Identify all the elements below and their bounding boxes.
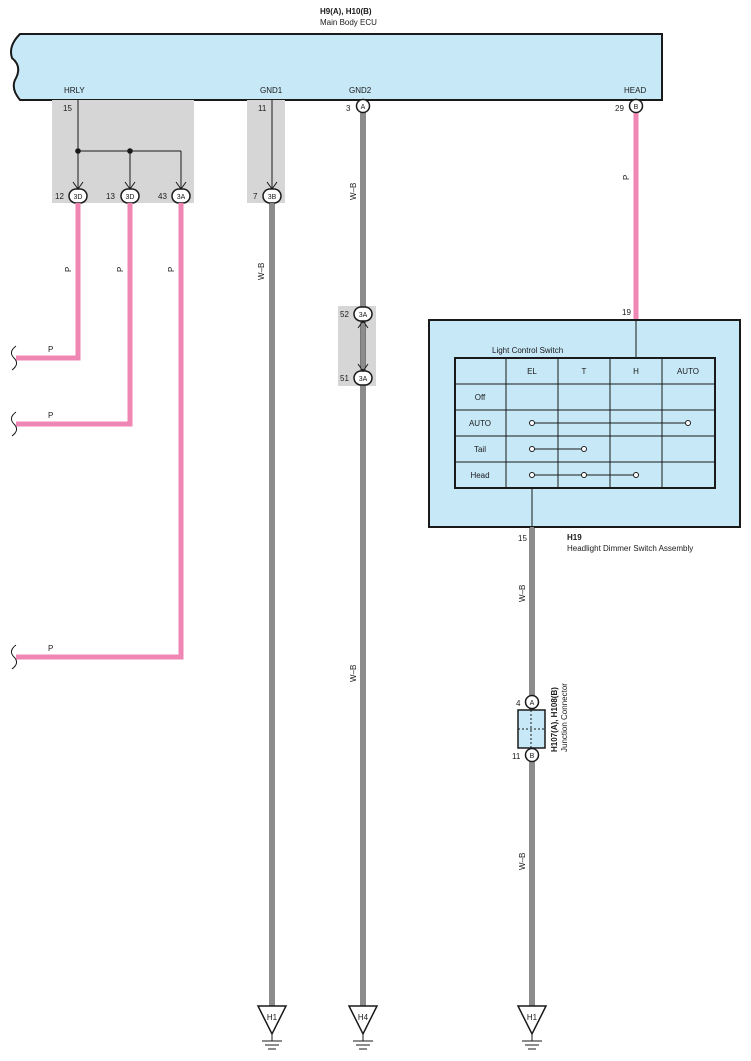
continuity-tail <box>529 446 587 452</box>
connector-head <box>628 98 644 114</box>
row-head: Head <box>470 471 489 480</box>
connector-jc-in <box>524 694 540 710</box>
junction-connector-body <box>517 709 546 749</box>
pin-j2: 13 <box>106 192 115 201</box>
wire-color-p2: P <box>48 411 53 420</box>
switch-table-title: Light Control Switch <box>492 346 563 355</box>
switch-name: Headlight Dimmer Switch Assembly <box>567 544 693 553</box>
pin-jc-in: 4 <box>516 699 521 708</box>
wire-color-p3: P <box>48 644 53 653</box>
junction-j6-label: 3A <box>359 376 368 383</box>
ground-g3 <box>516 1005 548 1050</box>
pin-hrly: 15 <box>63 104 72 113</box>
splice-dot-1 <box>75 148 81 154</box>
ecu-port-head: HEAD <box>624 86 646 95</box>
connector-jc-in-label: A <box>530 700 535 707</box>
wire-color-wb2: W–B <box>349 183 358 200</box>
junction-j6 <box>353 370 373 386</box>
col-h: H <box>633 367 639 376</box>
pin-sw-out: 15 <box>518 534 527 543</box>
col-t: T <box>582 367 587 376</box>
wire-color-p5: P <box>116 267 125 272</box>
pin-gnd2: 3 <box>346 104 351 113</box>
junction-j2-label: 3D <box>126 194 135 201</box>
ground-g2 <box>347 1005 379 1050</box>
ground-g1-label: H1 <box>267 1013 278 1022</box>
connector-gnd2 <box>355 98 371 114</box>
splice-dot-2 <box>127 148 133 154</box>
ground-g1 <box>256 1005 288 1050</box>
col-auto: AUTO <box>677 367 699 376</box>
wire-color-wb5: W–B <box>518 853 527 870</box>
junction-code: H107(A), H108(B) <box>550 687 559 752</box>
pink-wire-3 <box>16 203 184 660</box>
pin-gnd1: 11 <box>258 104 267 113</box>
junction-j1-label: 3D <box>74 194 83 201</box>
break-mark-2 <box>10 411 18 437</box>
junction-j5-label: 3A <box>359 312 368 319</box>
pin-j1: 12 <box>55 192 64 201</box>
break-mark-3 <box>10 644 18 670</box>
pin-jc-out: 11 <box>512 752 521 761</box>
ecu-code: H9(A), H10(B) <box>320 7 372 16</box>
wire-color-p6: P <box>167 267 176 272</box>
pin-head: 29 <box>615 104 624 113</box>
pink-wire-1 <box>16 203 81 361</box>
ecu-box <box>10 33 663 101</box>
connector-jc-out-label: B <box>530 753 535 760</box>
ecu-port-gnd2: GND2 <box>349 86 372 95</box>
connector-gnd2-label: A <box>361 104 366 111</box>
pin-j3: 43 <box>158 192 167 201</box>
pin-j6: 51 <box>340 374 349 383</box>
switch-code: H19 <box>567 533 582 542</box>
break-mark-1 <box>10 345 18 371</box>
wire-color-wb4: W–B <box>518 585 527 602</box>
ecu-port-gnd1: GND1 <box>260 86 283 95</box>
pin-sw-in: 19 <box>622 308 631 317</box>
connector-head-label: B <box>634 104 639 111</box>
pin-j5: 52 <box>340 310 349 319</box>
wire-color-p4: P <box>64 267 73 272</box>
row-tail: Tail <box>474 445 486 454</box>
gnd1-connector-zone <box>247 100 285 203</box>
wire-color-wb1: W–B <box>257 263 266 280</box>
junction-j4-label: 3B <box>268 194 277 201</box>
junction-j3-label: 3A <box>177 194 186 201</box>
pink-wire-2 <box>16 203 133 427</box>
junction-name: Junction Connector <box>560 683 569 752</box>
connector-jc-out <box>524 747 540 763</box>
continuity-auto <box>529 420 691 426</box>
ecu-port-hrly: HRLY <box>64 86 85 95</box>
wire-color-p1: P <box>48 345 53 354</box>
row-auto: AUTO <box>469 419 491 428</box>
ground-g2-label: H4 <box>358 1013 369 1022</box>
continuity-head <box>529 472 639 478</box>
pin-j4: 7 <box>253 192 258 201</box>
arrow-j5 <box>357 320 369 329</box>
wire-color-wb3: W–B <box>349 665 358 682</box>
row-off: Off <box>475 393 486 402</box>
ecu-name: Main Body ECU <box>320 18 377 27</box>
wire-color-p7: P <box>622 175 631 180</box>
ground-g3-label: H1 <box>527 1013 538 1022</box>
col-el: EL <box>527 367 537 376</box>
